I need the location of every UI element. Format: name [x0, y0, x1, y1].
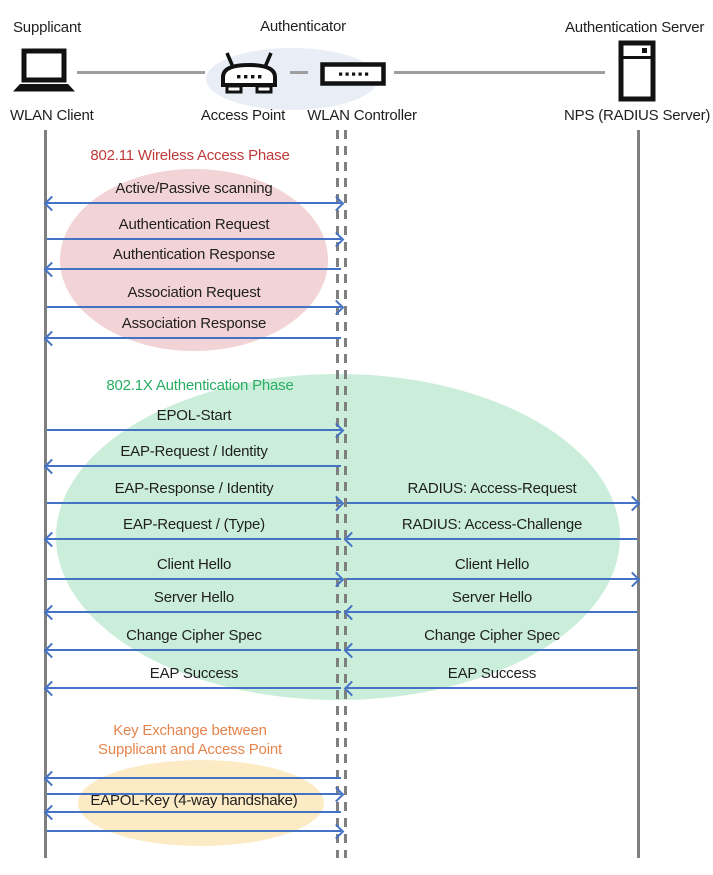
message-label: Authentication Response [112, 246, 276, 263]
arrow-line [47, 429, 341, 431]
arrow-line [47, 649, 341, 651]
message-label: EAP Success [149, 665, 239, 682]
message-label: RADIUS: Access-Challenge [401, 516, 583, 533]
laptop-icon [13, 48, 75, 92]
phase-title-8021x: 802.1X Authentication Phase [106, 377, 294, 394]
arrow-line [47, 465, 341, 467]
message-label: Change Cipher Spec [126, 627, 262, 644]
arrow-line [47, 777, 341, 779]
arrow-line [47, 202, 341, 204]
arrowhead-right-icon [328, 823, 345, 840]
lifeline-wlan-client [44, 130, 47, 858]
phase-title-key-line2: Supplicant and Access Point [98, 741, 282, 758]
arrow-line [47, 502, 341, 504]
arrow-line [347, 649, 637, 651]
arrow-line [47, 578, 341, 580]
device-label-access-point: Access Point [200, 107, 286, 124]
message-label: Active/Passive scanning [115, 180, 273, 197]
role-supplicant: Supplicant [13, 19, 82, 36]
arrow-line [47, 687, 341, 689]
message-label: EPOL-Start [156, 407, 232, 424]
device-label-wlan-controller: WLAN Controller [307, 107, 417, 124]
message-label: Server Hello [153, 589, 235, 606]
device-label-wlan-client: WLAN Client [10, 107, 94, 124]
message-label: EAPOL-Key (4-way handshake) [90, 792, 298, 809]
arrowhead-right-icon [328, 231, 345, 248]
server-icon [618, 40, 656, 102]
arrowhead-right-icon [328, 195, 345, 212]
device-label-nps-radius-server: NPS (RADIUS Server) [564, 107, 711, 124]
phase-title-key-line1: Key Exchange between [113, 722, 267, 739]
arrow-line [347, 611, 637, 613]
message-label: Client Hello [454, 556, 530, 573]
message-label: EAP-Request / (Type) [123, 516, 265, 533]
connector-line [77, 71, 205, 74]
connector-line [394, 71, 605, 74]
message-label: Association Request [127, 284, 261, 301]
arrow-line [47, 538, 341, 540]
arrow-line [47, 611, 341, 613]
message-label: Client Hello [156, 556, 232, 573]
message-label: Change Cipher Spec [424, 627, 560, 644]
phase-title-80211: 802.11 Wireless Access Phase [90, 147, 290, 164]
message-label: Server Hello [451, 589, 533, 606]
message-label: Authentication Request [118, 216, 270, 233]
role-authenticator: Authenticator [260, 18, 346, 35]
arrow-line [47, 337, 341, 339]
arrow-line [47, 793, 341, 795]
arrow-line [47, 830, 341, 832]
arrow-line [347, 578, 637, 580]
lifeline-controller-dashed-right [344, 130, 347, 858]
arrow-line [347, 538, 637, 540]
arrow-line [47, 238, 341, 240]
message-label: EAP-Response / Identity [114, 480, 274, 497]
arrow-line [47, 811, 341, 813]
message-label: RADIUS: Access-Request [407, 480, 577, 497]
connector-dash [290, 71, 308, 74]
phase-ellipse-80211 [60, 169, 328, 351]
lifeline-controller-dashed-left [336, 130, 339, 858]
phase-title-key-exchange: Key Exchange between Supplicant and Acce… [60, 721, 320, 759]
arrow-line [47, 306, 341, 308]
arrow-line [47, 268, 341, 270]
access-point-icon [221, 52, 277, 94]
arrow-line [347, 687, 637, 689]
lifeline-radius-server [637, 130, 640, 858]
message-label: EAP-Request / Identity [120, 443, 268, 460]
arrowhead-right-icon [328, 299, 345, 316]
message-label: Association Response [121, 315, 267, 332]
role-authentication-server: Authentication Server [565, 19, 705, 36]
arrow-line [347, 502, 637, 504]
wlan-controller-icon [320, 62, 386, 86]
message-label: EAP Success [447, 665, 537, 682]
